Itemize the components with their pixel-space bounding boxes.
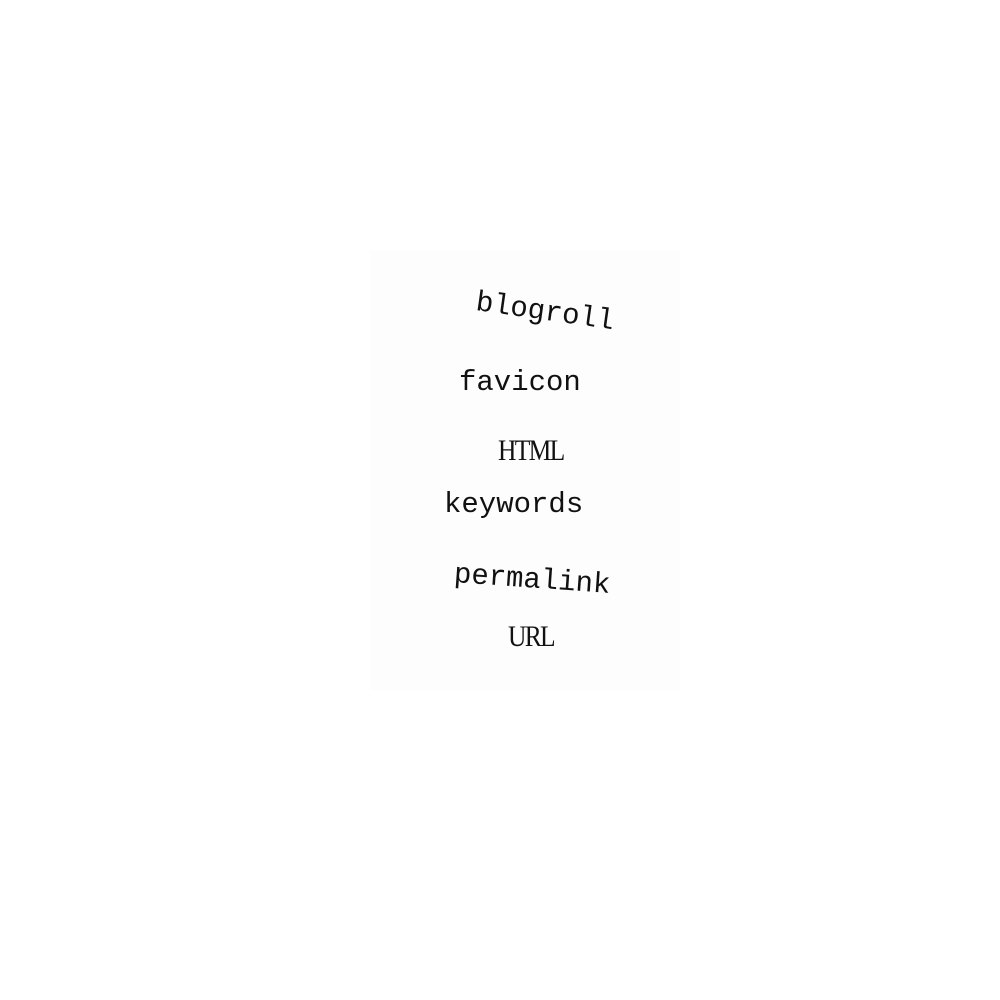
word-list-panel bbox=[370, 250, 680, 690]
word-favicon: favicon bbox=[459, 366, 581, 399]
word-url: URL bbox=[508, 620, 556, 653]
word-keywords: keywords bbox=[444, 488, 584, 521]
word-html: HTML bbox=[498, 434, 565, 467]
